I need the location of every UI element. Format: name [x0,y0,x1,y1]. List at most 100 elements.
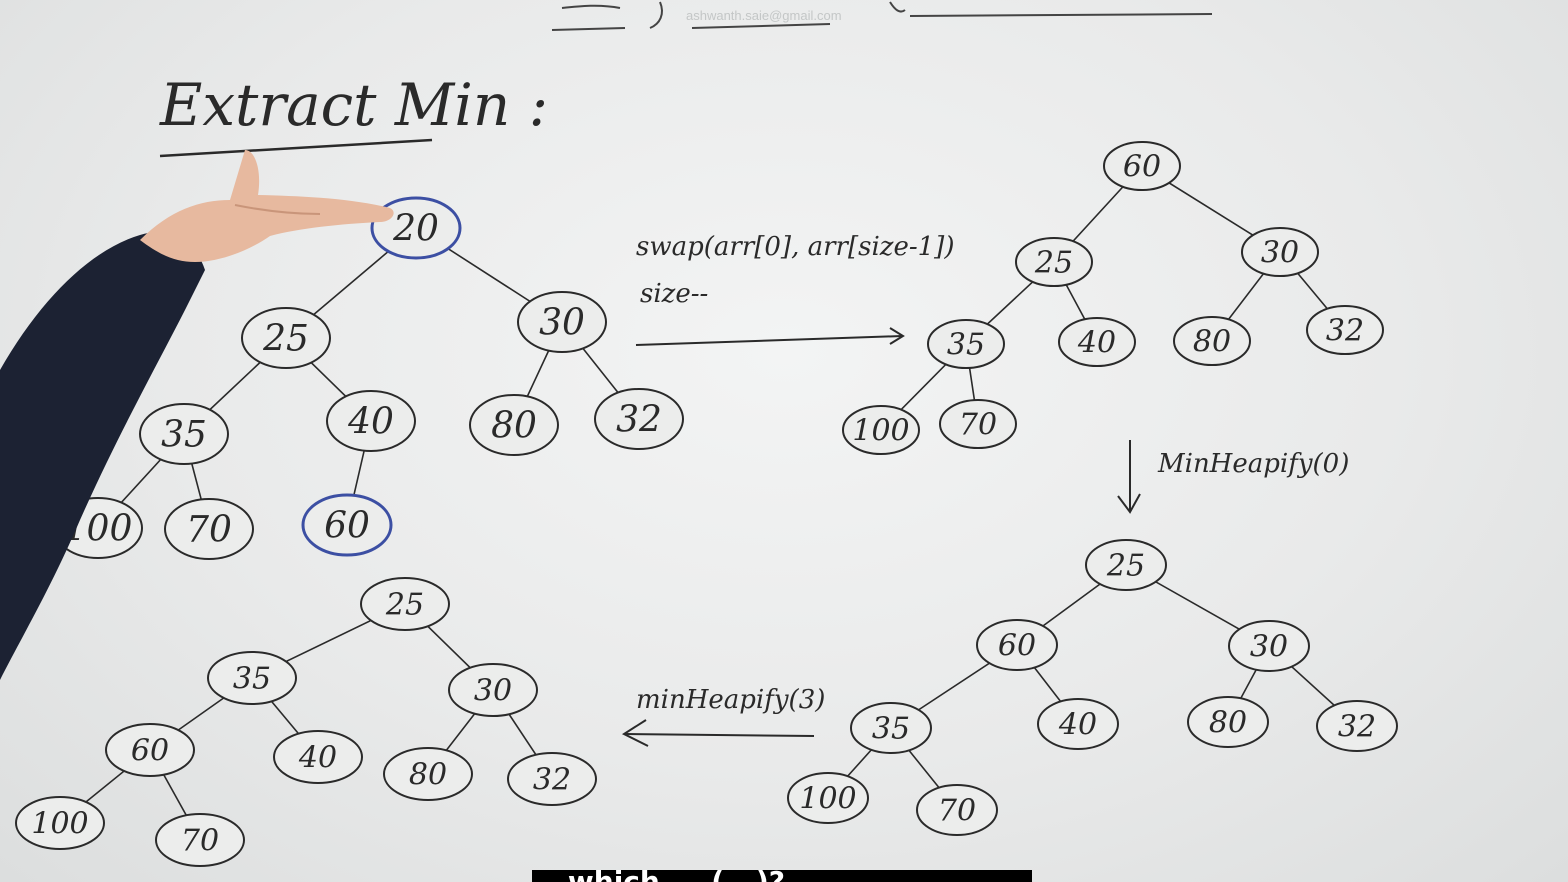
cropped-title-scribble [551,1,1213,31]
heap-node-outline [105,723,195,777]
size-decrement-label: size-- [640,279,708,309]
heap-node-value: 32 [1326,314,1364,349]
subtitle-caption: ...which ... (...)? [532,870,1032,882]
heap-node-outline [139,403,229,465]
heap-node: 70 [939,399,1017,449]
arrow-right [635,327,905,346]
heap-node-value: 60 [324,506,370,547]
heap-node-value: 25 [1034,246,1073,281]
arrow-down [1117,440,1141,514]
heap-node-outline [850,702,932,754]
heap-node-outline [1316,700,1398,752]
heap-node-outline [787,772,869,824]
heap-node-value: 80 [1193,325,1231,360]
heap-node-outline [1103,141,1181,191]
heap-node: 35 [207,651,297,705]
heap-node-value: 80 [409,758,447,793]
heap-node: 30 [448,663,538,717]
heap-node-outline [155,813,245,867]
heap-node-value: 32 [1338,710,1376,745]
heap-node-outline [916,784,998,836]
heap-node-outline [507,752,597,806]
heap-node-value: 35 [872,712,910,747]
heap-node-value: 100 [31,807,88,842]
heap-node: 35 [850,702,932,754]
heap-node-outline [326,390,416,452]
heap-node-value: 60 [131,734,169,769]
caption-text: ...which ... (...)? [532,870,1032,882]
heap-node-value: 30 [474,674,512,709]
sleeve [0,232,205,680]
heap-node: 35 [139,403,229,465]
heap-node-value: 30 [1250,630,1288,665]
heap-node-value: 35 [161,415,207,456]
heap-node-value: 40 [1077,326,1116,361]
minheapify-root-label: MinHeapify(0) [1157,449,1349,479]
heap-node: 80 [1173,316,1251,366]
heap-node-outline [1228,620,1310,672]
heap-node-outline [448,663,538,717]
heap-node: 100 [842,405,920,455]
heap-node: 70 [155,813,245,867]
heap-node-value: 80 [1209,706,1247,741]
heap-node-outline [383,747,473,801]
heap-node: 25 [241,307,331,369]
heap-node-value: 32 [616,400,662,441]
heap-node-value: 80 [491,406,537,447]
heap-node-outline [939,399,1017,449]
heap-node: 80 [469,394,559,456]
heap-node-outline [1058,317,1136,367]
heap-node-outline [594,388,684,450]
heap-node: 32 [1316,700,1398,752]
heap-node: 60 [105,723,195,777]
heap-node: 32 [1306,305,1384,355]
heap-node: 60 [1103,141,1181,191]
heap-node-value: 40 [1058,708,1097,743]
heap-node-value: 40 [347,402,394,443]
heap-node: 70 [916,784,998,836]
heap-node-value: 25 [262,319,309,360]
presenter-arm [0,150,394,680]
heap-node-value: 70 [959,408,997,443]
heap-node-value: 100 [852,414,909,449]
heap-node-value: 60 [1123,150,1161,185]
heap-node: 60 [301,493,393,557]
heap-node-outline [469,394,559,456]
page-title: Extract Min : [159,71,548,139]
watermark: ashwanth.saie@gmail.com [686,8,842,23]
heap-node-outline [370,196,462,260]
heap-node: 30 [517,291,607,353]
heap-node-outline [1241,227,1319,277]
heap-node-value: 100 [799,782,856,817]
heap-node-outline [1085,539,1167,591]
heap-node: 40 [1058,317,1136,367]
heap-node: 32 [507,752,597,806]
heap-node: 25 [1085,539,1167,591]
heap-node-outline [207,651,297,705]
heap-node-outline [1187,696,1269,748]
hand [140,150,394,262]
heap-node-outline [273,730,363,784]
heap-node-value: 35 [233,662,271,697]
heap-node: 80 [1187,696,1269,748]
heap-node-value: 30 [539,303,585,344]
heap-node-outline [241,307,331,369]
heap-node: 70 [164,498,254,560]
heap-node-value: 70 [938,794,976,829]
heap-node: 35 [927,319,1005,369]
heap-node-outline [360,577,450,631]
heap-node: 25 [360,577,450,631]
heap-node-outline [1015,237,1093,287]
heap-node-outline [1306,305,1384,355]
heap-node: 60 [976,619,1058,671]
heap-node-outline [517,291,607,353]
heap-node: 40 [1037,698,1119,750]
heap-node-outline [15,796,105,850]
knuckle-shade [234,204,321,215]
heap-node-value: 32 [533,763,571,798]
heap-node-value: 25 [385,588,424,623]
